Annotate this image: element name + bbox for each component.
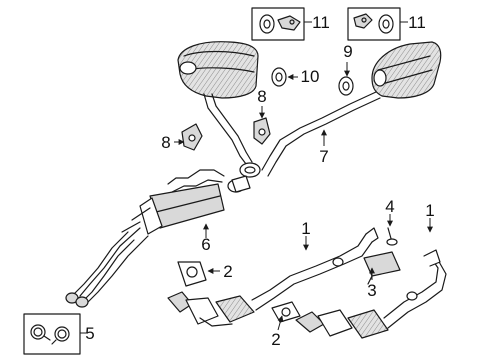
callout-4: 4 [385, 197, 395, 216]
tail-pipes [65, 227, 149, 308]
resonator-6 [121, 169, 251, 235]
callout-10: 10 [300, 67, 320, 86]
callout-6: 6 [201, 235, 211, 254]
callout-2-upper: 2 [223, 262, 233, 281]
callout-11-left: 11 [312, 13, 330, 32]
callout-1-right: 1 [425, 201, 435, 220]
gasket-2-lower [271, 301, 301, 323]
callout-5: 5 [85, 324, 95, 343]
callout-2-lower: 2 [271, 330, 281, 349]
converter-assembly-left [167, 227, 379, 327]
callout-9: 9 [343, 42, 353, 61]
right-rear-muffler [261, 41, 442, 177]
clamp-kit-5 [23, 313, 81, 355]
gasket-2-upper [177, 261, 207, 287]
hanger-8-left [181, 123, 203, 151]
callout-8-right: 8 [257, 87, 267, 106]
bolt-4 [386, 227, 398, 246]
hanger-8-right [253, 117, 271, 145]
inset-box-hanger-left [251, 7, 305, 41]
callout-3: 3 [367, 281, 377, 300]
bracket-3 [363, 251, 401, 285]
isolator-9 [338, 76, 354, 96]
inset-box-hanger-right [347, 7, 401, 41]
callout-11-right: 11 [408, 13, 426, 32]
left-rear-muffler [177, 41, 259, 165]
callout-1-left: 1 [301, 219, 311, 238]
leader-lines [80, 21, 433, 334]
callout-7: 7 [319, 147, 329, 166]
isolator-10 [271, 67, 287, 87]
callout-8-left: 8 [161, 133, 171, 152]
converter-assembly-right [295, 249, 447, 339]
